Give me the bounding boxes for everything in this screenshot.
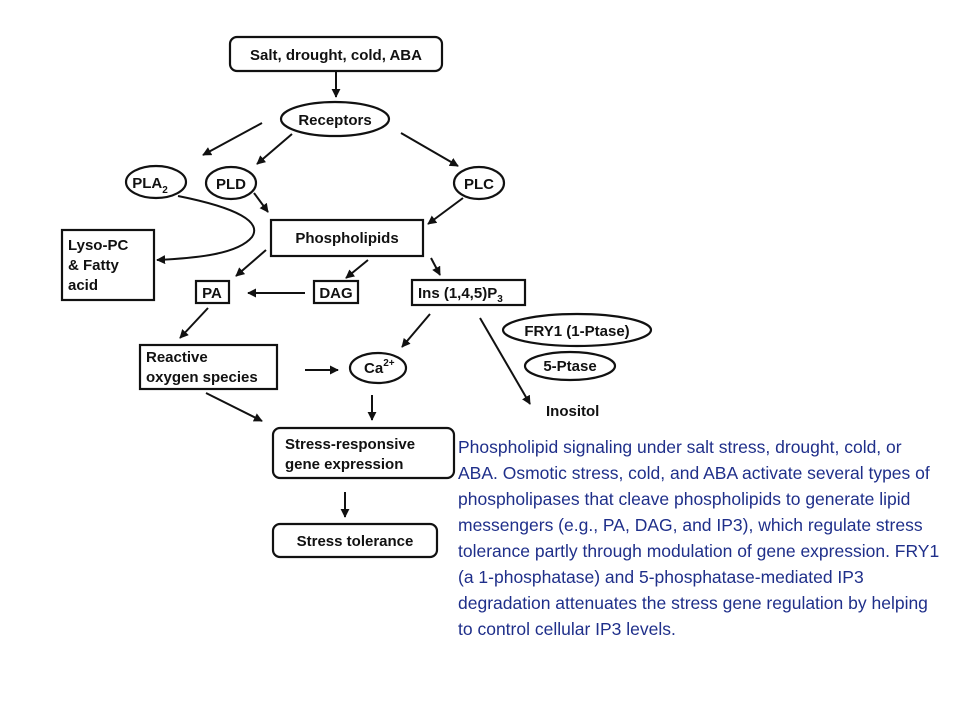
fry1-ellipse	[501, 312, 653, 348]
lyso-pc-box	[60, 228, 156, 302]
receptors-label: Receptors	[298, 112, 371, 129]
pla2-ellipse	[124, 164, 188, 200]
calcium-label: Ca2+	[364, 358, 395, 377]
calcium-ellipse	[348, 351, 408, 385]
stress-tolerance-label: Stress tolerance	[297, 533, 414, 550]
stress-tolerance-box	[271, 522, 439, 559]
arrow-ip3-calcium	[401, 313, 431, 348]
arrow-phospholipids-dag	[345, 259, 369, 279]
arrow-ros-gene	[205, 392, 263, 422]
gene-expression-label-line2: gene expression	[285, 456, 403, 473]
pld-label: PLD	[216, 176, 246, 193]
5-ptase-ellipse	[523, 350, 617, 382]
ip3-subscript: 3	[497, 294, 503, 305]
gene-expression-box	[271, 426, 456, 480]
receptors-ellipse	[279, 100, 391, 138]
plc-label: PLC	[464, 176, 494, 193]
arrow-plc-phospholipids	[427, 197, 464, 225]
fry1-label: FRY1 (1-Ptase)	[524, 323, 629, 340]
stimulus-box	[228, 35, 444, 73]
pla2-subscript: 2	[162, 185, 168, 196]
arrow-phospholipids-ip3	[430, 257, 441, 276]
arrow-receptors-pld	[256, 133, 293, 165]
arrow-pa-ros	[179, 307, 209, 339]
arrow-phospholipids-pa	[235, 249, 267, 277]
lyso-pc-label-line1: Lyso-PC	[68, 237, 128, 254]
pa-box	[194, 279, 231, 305]
phospholipids-label: Phospholipids	[295, 230, 398, 247]
arrow-ip3-inositol	[479, 317, 531, 405]
inositol-label: Inositol	[546, 403, 599, 420]
stimulus-label: Salt, drought, cold, ABA	[250, 47, 422, 64]
ros-label-line2: oxygen species	[146, 369, 258, 386]
calcium-superscript: 2+	[383, 358, 395, 369]
figure-caption: Phospholipid signaling under salt stress…	[458, 437, 940, 639]
lyso-pc-label-line3: acid	[68, 277, 98, 294]
plc-ellipse	[452, 165, 506, 201]
pa-label: PA	[202, 285, 222, 302]
ip3-box	[410, 278, 527, 307]
arrow-pla2-lysopc	[156, 195, 256, 265]
arrow-pld-phospholipids	[253, 192, 269, 213]
ip3-label: Ins (1,4,5)P3	[418, 285, 503, 305]
ros-label-line1: Reactive	[146, 349, 208, 366]
gene-expression-label-line1: Stress-responsive	[285, 436, 415, 453]
arrow-receptors-pla2	[202, 122, 263, 156]
ros-box	[138, 343, 279, 391]
dag-box	[312, 279, 360, 305]
pld-ellipse	[204, 165, 258, 201]
phospholipids-box	[269, 218, 425, 258]
pla2-label: PLA2	[132, 175, 168, 196]
arrow-receptors-plc	[400, 132, 459, 167]
5-ptase-label: 5-Ptase	[543, 358, 596, 375]
lyso-pc-label-line2: & Fatty	[68, 257, 119, 274]
dag-label: DAG	[319, 285, 352, 302]
